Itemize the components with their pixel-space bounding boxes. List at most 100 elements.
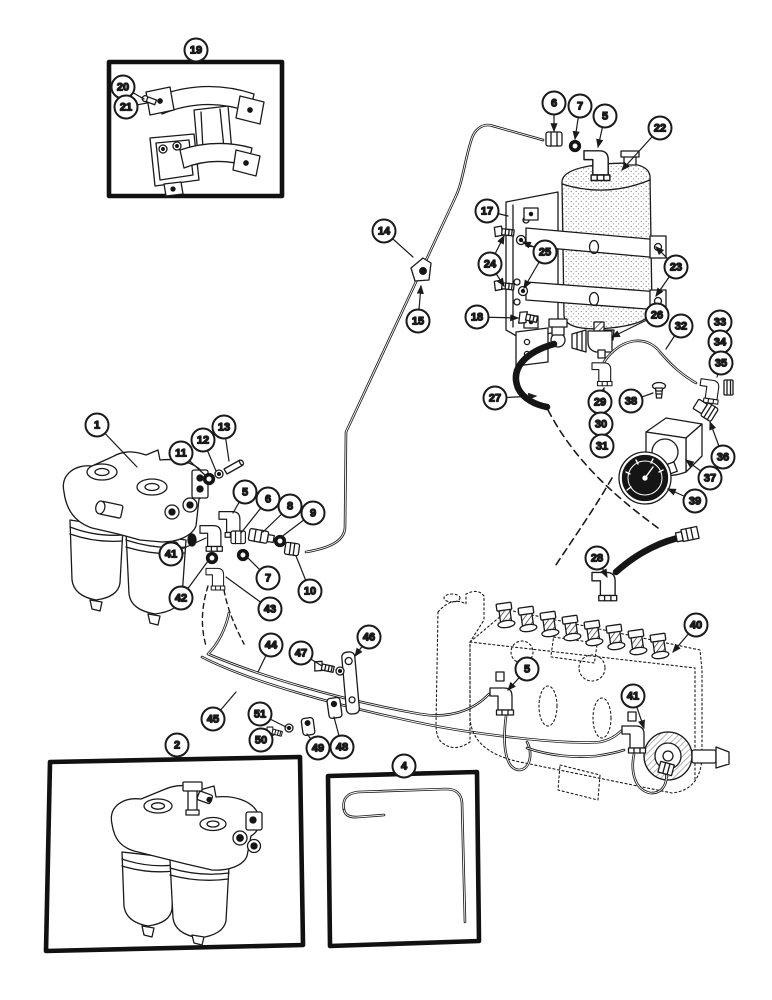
pressure-gauge-39	[618, 451, 678, 505]
elbow-33-34-35	[697, 378, 734, 405]
pipe-clamp-49	[300, 716, 316, 737]
svg-text:29: 29	[594, 397, 606, 409]
svg-text:21: 21	[120, 102, 132, 114]
svg-text:49: 49	[312, 743, 324, 755]
callout-11: 11	[168, 440, 206, 476]
svg-text:13: 13	[218, 422, 230, 434]
callout-17: 17	[474, 198, 509, 224]
callout-43: 43	[225, 576, 283, 622]
svg-text:5: 5	[242, 487, 248, 499]
callout-4: 4	[391, 753, 417, 779]
svg-text:1: 1	[94, 420, 100, 432]
svg-text:5: 5	[524, 664, 530, 676]
callout-41: 41	[158, 537, 207, 567]
fuel-filter-assembly	[62, 449, 209, 626]
svg-text:32: 32	[675, 321, 687, 333]
tube-end-13	[223, 459, 245, 475]
canister-mount-plate	[505, 191, 559, 367]
svg-text:8: 8	[287, 501, 293, 513]
washer-51	[284, 723, 294, 733]
callout-28: 28	[584, 545, 610, 579]
callout-32: 32	[665, 313, 694, 350]
svg-text:41: 41	[165, 549, 177, 561]
callout-49: 49	[305, 733, 331, 761]
callout-21: 21	[113, 94, 148, 120]
callout-29: 29	[587, 386, 613, 415]
svg-text:44: 44	[265, 640, 278, 652]
svg-text:18: 18	[471, 312, 483, 324]
pipe-bracket-46	[341, 651, 360, 715]
svg-text:35: 35	[715, 358, 727, 370]
callout-46: 46	[354, 624, 382, 657]
callout-24: 24	[477, 234, 505, 288]
fuel-pipe-44	[206, 611, 491, 717]
svg-text:19: 19	[190, 45, 202, 57]
filter-route-dashed-right	[223, 589, 245, 645]
svg-text:30: 30	[595, 419, 607, 431]
svg-text:48: 48	[336, 742, 348, 754]
pump-fuel-line	[489, 671, 675, 795]
callout-33: 33	[707, 309, 733, 335]
hose-28	[591, 525, 700, 602]
hose-route-dashed-upper	[547, 409, 659, 529]
svg-text:47: 47	[295, 648, 307, 660]
callout-42: 42	[168, 560, 209, 611]
svg-text:15: 15	[412, 316, 424, 328]
nut-9	[273, 534, 287, 548]
injection-pump	[435, 590, 730, 801]
svg-text:4: 4	[401, 761, 408, 773]
callout-19: 19	[183, 37, 209, 63]
svg-text:14: 14	[378, 226, 391, 238]
callout-30: 30	[588, 411, 614, 437]
svg-text:28: 28	[591, 553, 603, 565]
strap-nut-lower	[517, 285, 529, 297]
tube-nut-6-mid	[230, 530, 246, 545]
callout-14: 14	[371, 218, 414, 258]
svg-text:7: 7	[265, 573, 271, 585]
callout-15: 15	[405, 284, 431, 334]
callout-18: 18	[464, 304, 520, 330]
callout-47: 47	[288, 640, 323, 667]
bent-fuel-tube	[342, 787, 467, 924]
callout-39: 39	[666, 488, 708, 514]
svg-text:2: 2	[174, 740, 180, 752]
svg-text:33: 33	[714, 317, 726, 329]
inset-box-19	[106, 59, 285, 199]
callout-44: 44	[257, 632, 284, 673]
bolt-47	[312, 659, 345, 676]
svg-text:40: 40	[690, 620, 702, 632]
injector-row	[495, 601, 670, 660]
callout-27: 27	[482, 385, 538, 411]
callout-5: 5	[232, 479, 258, 514]
callout-13: 13	[211, 414, 237, 462]
callout-12: 12	[190, 427, 217, 472]
pump-drive-hub	[643, 731, 730, 781]
callout-25: 25	[521, 239, 558, 290]
callout-40: 40	[672, 612, 709, 653]
inset-box-2	[43, 754, 306, 954]
svg-text:38: 38	[625, 396, 637, 408]
elbow-29-30-31	[591, 349, 613, 387]
svg-text:17: 17	[481, 206, 493, 218]
svg-text:26: 26	[651, 310, 663, 322]
inset-box-4	[325, 769, 482, 949]
hose-27	[512, 318, 568, 411]
callout-23: 23	[655, 246, 689, 297]
svg-text:43: 43	[264, 604, 276, 616]
connector-8	[247, 528, 275, 544]
svg-text:51: 51	[254, 709, 266, 721]
connector-36	[692, 398, 719, 422]
bracket-part	[145, 85, 265, 197]
svg-text:45: 45	[207, 714, 219, 726]
fuel-pipe-45	[200, 655, 623, 744]
ferrule-7-mid	[236, 548, 250, 562]
callout-5: 5	[507, 656, 540, 691]
gauge-tube-32	[602, 339, 698, 385]
callout-34: 34	[707, 329, 733, 355]
elbow-fitting-41-filter	[199, 524, 223, 552]
hose-route-dashed-lower	[553, 477, 613, 569]
callout-50: 50	[248, 727, 275, 753]
callout-26: 26	[610, 302, 670, 338]
tube-nut-6-top	[545, 131, 563, 147]
